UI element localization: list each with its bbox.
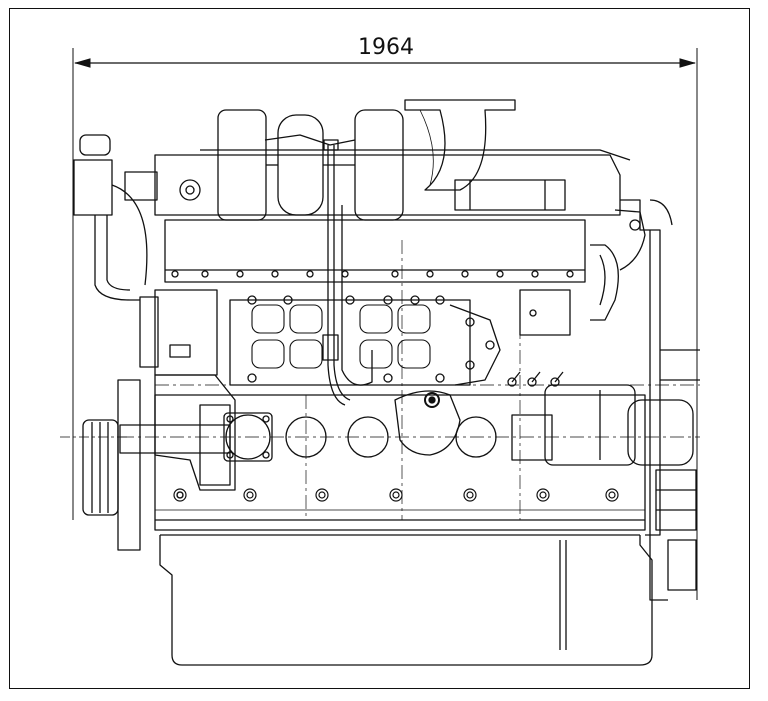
turbocharger (217, 99, 516, 221)
front-bracket (73, 134, 201, 301)
oil-line (322, 139, 373, 406)
flywheel-housing (614, 199, 700, 601)
water-pump (139, 289, 236, 499)
drawing-frame (9, 8, 750, 689)
cylinder-bores (223, 390, 497, 462)
intake-manifold (229, 295, 501, 386)
oil-pan (159, 534, 653, 666)
engine-block (120, 384, 700, 531)
cylinder-head (164, 219, 586, 283)
crankshaft-pulley (60, 379, 231, 551)
rear-fittings (507, 244, 619, 387)
starter-motor (511, 384, 694, 466)
vertical-centerlines (305, 240, 521, 520)
overall-length-dimension: 1964 (72, 35, 698, 600)
dimension-label: 1964 (358, 35, 414, 60)
exhaust-manifold (154, 149, 631, 216)
